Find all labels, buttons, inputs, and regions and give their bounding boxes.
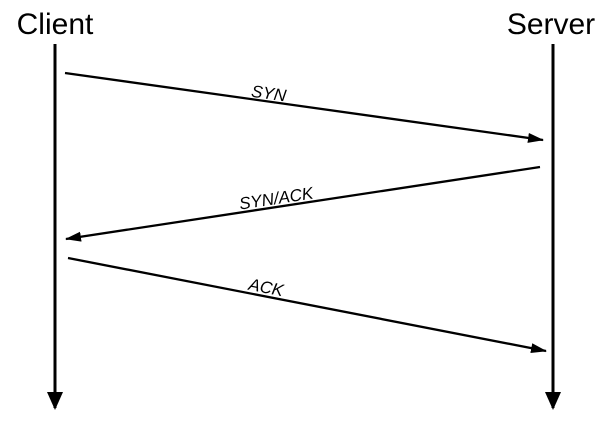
message-arrow-ack xyxy=(67,256,547,354)
message-arrow-syn-ack xyxy=(65,165,541,242)
message-arrow-syn xyxy=(64,71,544,143)
message-label-syn: SYN xyxy=(250,82,288,106)
actor-label-client: Client xyxy=(17,8,94,41)
actor-label-server: Server xyxy=(507,8,595,41)
message-label-syn-ack: SYN/ACK xyxy=(238,183,315,213)
message-label-ack: ACK xyxy=(246,275,286,301)
